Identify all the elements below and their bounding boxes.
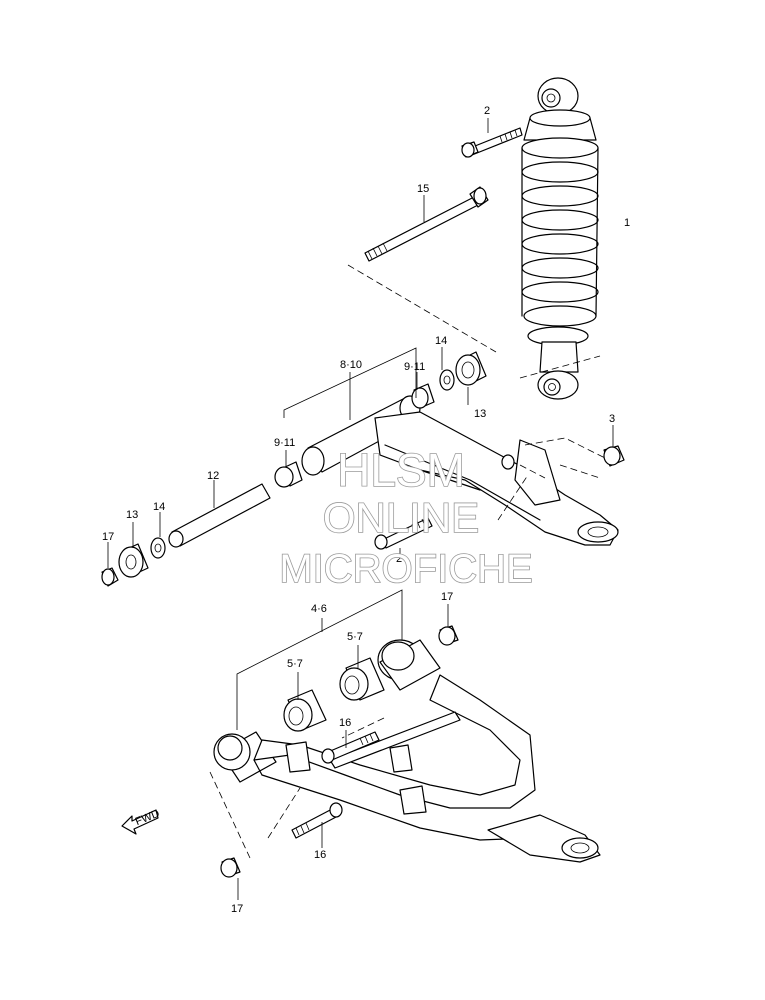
washer-14-left[interactable] [150, 537, 166, 559]
callout-2-lower: 2 [396, 553, 402, 565]
lower-bushing-front[interactable] [339, 657, 385, 701]
callout-17-right: 17 [441, 591, 453, 603]
nut-17-bottom[interactable] [220, 857, 241, 878]
callout-14-upper: 14 [435, 335, 447, 347]
watermark-line3: MICROFICHE [279, 547, 532, 591]
callout-16-upper: 16 [339, 717, 351, 729]
leader-lines [107, 118, 614, 900]
watermark-line2: ONLINE [323, 494, 479, 541]
cap-13-upper[interactable] [455, 351, 487, 386]
bolt-16-lower[interactable] [291, 802, 343, 839]
callout-2-upper: 2 [484, 105, 490, 117]
callout-5-7-front: 5·7 [347, 631, 363, 643]
callout-1: 1 [624, 217, 630, 229]
nut-17-upper[interactable] [438, 625, 459, 646]
callout-14-left: 14 [153, 501, 165, 513]
shock-absorber[interactable] [521, 77, 599, 400]
callout-17-left: 17 [102, 531, 114, 543]
upper-bushing-rear[interactable] [274, 461, 303, 488]
pivot-pipe[interactable] [168, 483, 271, 548]
callout-16-lower: 16 [314, 849, 326, 861]
callout-12: 12 [207, 470, 219, 482]
long-bolt[interactable] [364, 186, 489, 262]
cap-13-left[interactable] [118, 543, 149, 578]
callout-15: 15 [417, 183, 429, 195]
callout-4-6: 4·6 [311, 603, 327, 615]
nut-17-left[interactable] [101, 567, 119, 587]
nut-3[interactable] [603, 445, 625, 467]
fwd-arrow-icon: FWD [121, 808, 162, 835]
bolt-upper-shock[interactable] [461, 127, 523, 158]
callout-9-11-front: 9·11 [404, 361, 425, 373]
fwd-label: FWD [134, 808, 162, 829]
washer-14-upper[interactable] [439, 369, 455, 391]
upper-control-arm[interactable] [301, 395, 619, 546]
bolt-lower-shock[interactable] [374, 517, 433, 550]
watermark-line1: HLSM [337, 444, 465, 496]
callout-3: 3 [609, 413, 615, 425]
callout-13-upper: 13 [474, 408, 486, 420]
callout-13-left: 13 [126, 509, 138, 521]
upper-bushing-front[interactable] [411, 383, 435, 409]
callout-17-bottom: 17 [231, 903, 243, 915]
callout-9-11-rear: 9·11 [274, 437, 295, 449]
callout-8-10: 8·10 [340, 359, 362, 371]
watermark: HLSM ONLINE MICROFICHE [279, 443, 534, 592]
lower-control-arm[interactable] [213, 639, 601, 863]
bolt-16-upper[interactable] [321, 731, 380, 764]
callout-5-7-rear: 5·7 [287, 658, 303, 670]
lower-bushing-rear[interactable] [283, 689, 327, 732]
callouts: 1 2 2 3 4·6 5·7 5·7 8·10 9·11 9·11 12 13… [102, 105, 630, 915]
